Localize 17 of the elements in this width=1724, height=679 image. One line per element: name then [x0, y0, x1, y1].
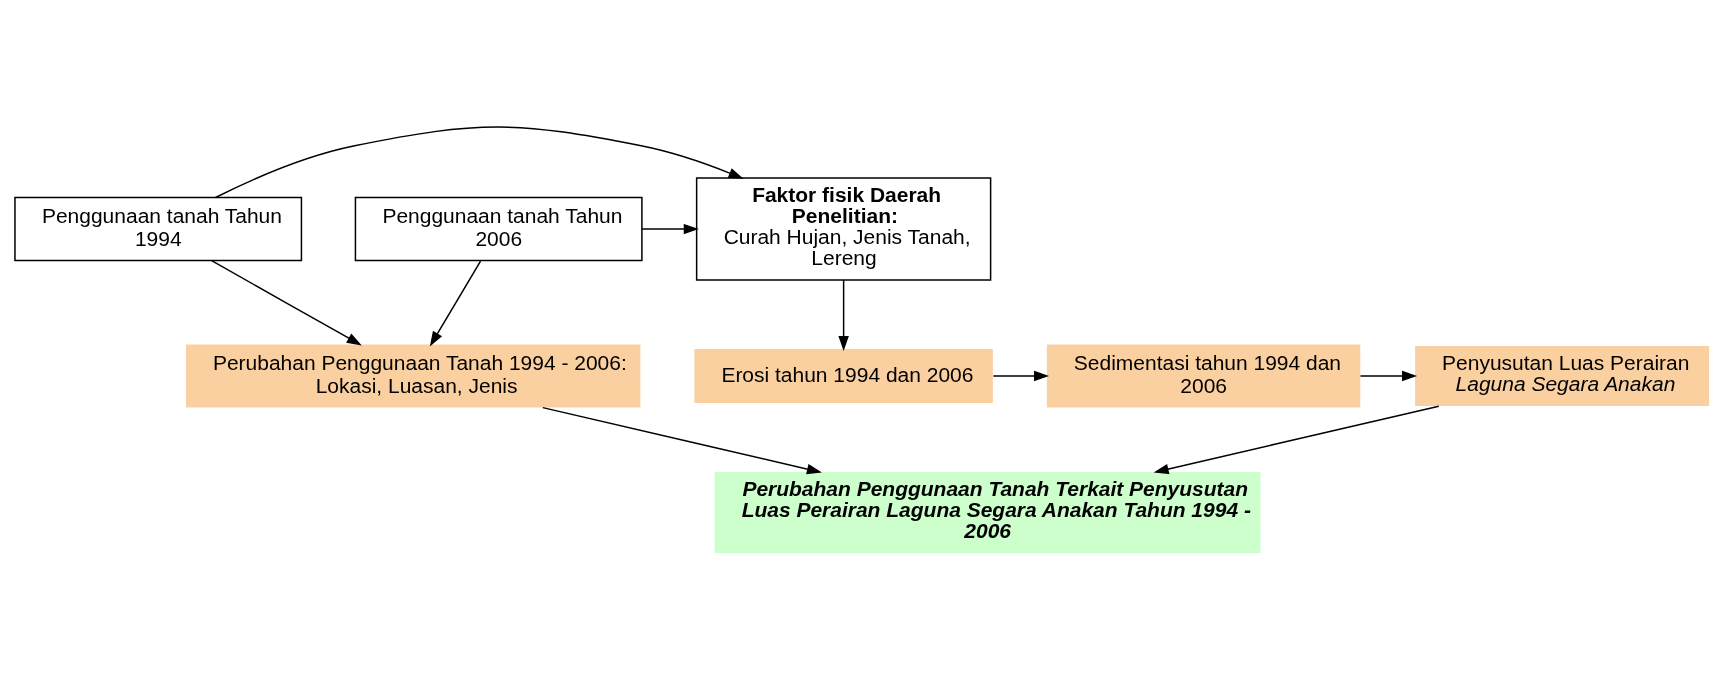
arrow	[429, 259, 482, 346]
arrow	[1359, 370, 1418, 381]
node-box: Penggunaan tanah Tahun 2006	[354, 196, 643, 261]
arrow	[992, 370, 1050, 381]
arrow	[641, 223, 699, 234]
node-box: Perubahan Penggunaan Tanah Terkait Penyusutan Luas Perairan Laguna Segara Anakan Tahun 1994 - 2006	[714, 471, 1261, 553]
arrow	[1153, 404, 1440, 474]
arrow	[214, 125, 744, 198]
node-box: Erosi tahun 1994 dan 2006	[694, 348, 993, 403]
arrow	[210, 259, 362, 345]
node-box: Penggunaan tanah Tahun 1994	[14, 196, 303, 261]
node-box: Faktor fisik Daerah Penelitian: Curah Hujan, Jenis Tanah, Lereng	[695, 176, 992, 281]
node-box: Penyusutan Luas Perairan Laguna Segara Anakan	[1415, 345, 1710, 406]
node-box: Perubahan Penggunaan Tanah 1994 - 2006: Lokasi, Luasan, Jenis	[185, 344, 641, 407]
node-box: Sedimentasi tahun 1994 dan 2006	[1046, 344, 1361, 407]
arrow	[838, 278, 849, 351]
arrow	[542, 406, 822, 474]
